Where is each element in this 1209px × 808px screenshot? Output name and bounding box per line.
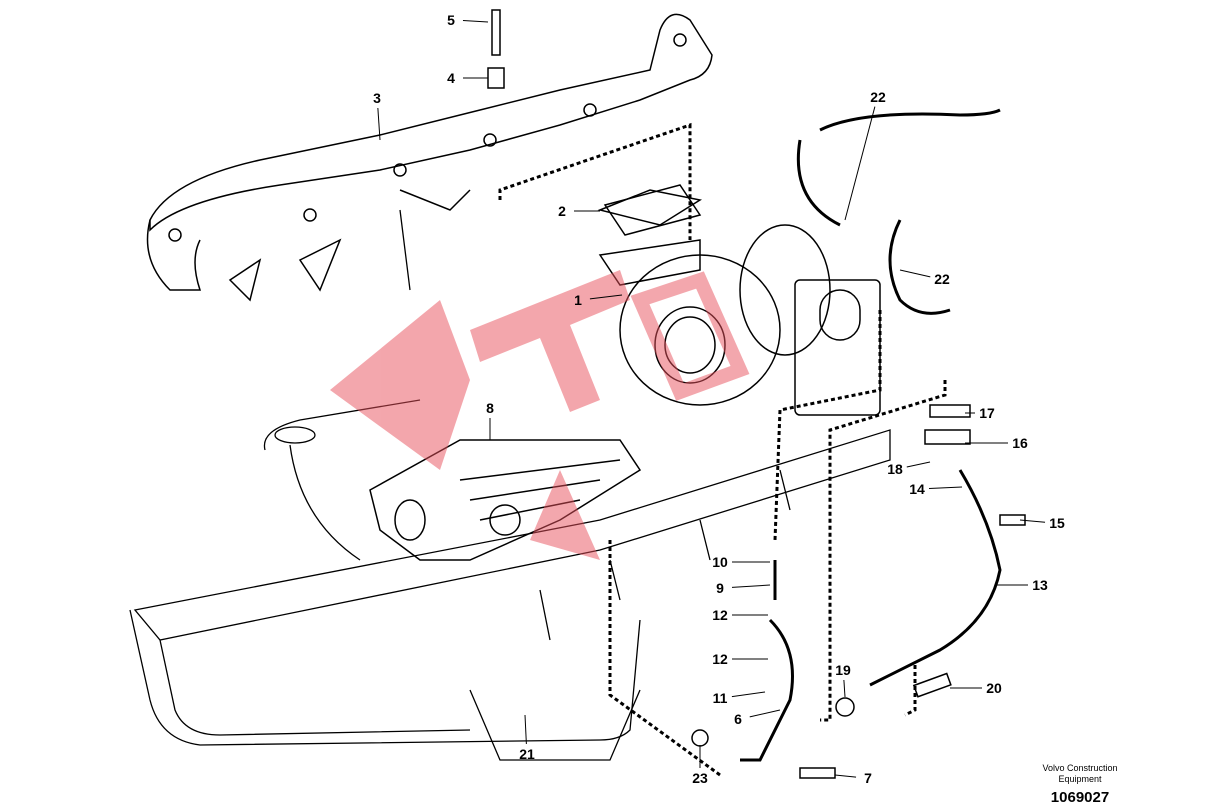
leader-line-18	[906, 461, 931, 468]
callout-23: 23	[692, 770, 708, 786]
callout-14: 14	[909, 481, 925, 497]
callout-15: 15	[1049, 515, 1065, 531]
leader-line-22	[844, 106, 876, 221]
leader-line-3	[377, 107, 381, 141]
leader-line-22	[899, 269, 931, 278]
assembly-dashed-lines	[498, 122, 947, 777]
callout-8: 8	[486, 400, 494, 416]
callout-22: 22	[870, 89, 886, 105]
callout-16: 16	[1012, 435, 1028, 451]
callout-leader-lines	[377, 20, 1046, 778]
callout-10: 10	[712, 554, 728, 570]
callout-3: 3	[373, 90, 381, 106]
exhaust-manifold	[146, 13, 713, 302]
leader-line-7	[834, 774, 857, 778]
leader-line-15	[1019, 519, 1046, 523]
publisher-label: Volvo Construction Equipment	[1042, 763, 1118, 784]
callout-7: 7	[864, 770, 872, 786]
callout-13: 13	[1032, 577, 1048, 593]
leader-line-21	[524, 714, 527, 745]
callout-5: 5	[447, 12, 455, 28]
callout-2: 2	[558, 203, 566, 219]
callout-9: 9	[716, 580, 724, 596]
callout-20: 20	[986, 680, 1002, 696]
leader-line-11	[731, 691, 766, 698]
small-parts	[487, 9, 1026, 779]
watermark	[330, 270, 750, 560]
callout-12: 12	[712, 651, 728, 667]
callout-1: 1	[574, 292, 582, 308]
document-number: 1069027	[1050, 789, 1110, 806]
leader-line-1	[589, 294, 623, 300]
leader-line-14	[928, 486, 963, 490]
leader-line-9	[731, 584, 771, 588]
callout-22: 22	[934, 271, 950, 287]
callout-6: 6	[734, 711, 742, 727]
callout-12: 12	[712, 607, 728, 623]
callout-4: 4	[447, 70, 455, 86]
oil-cooler-housing	[369, 439, 642, 561]
oil-pipes	[740, 108, 1002, 762]
callout-11: 11	[712, 690, 728, 706]
leader-line-19	[843, 679, 846, 698]
callout-19: 19	[835, 662, 851, 678]
engine-block-outline	[129, 209, 891, 761]
leader-line-5	[462, 20, 489, 23]
turbocharger	[597, 189, 881, 416]
callout-21: 21	[519, 746, 535, 762]
leader-line-6	[749, 709, 781, 718]
callout-17: 17	[979, 405, 995, 421]
callout-18: 18	[887, 461, 903, 477]
